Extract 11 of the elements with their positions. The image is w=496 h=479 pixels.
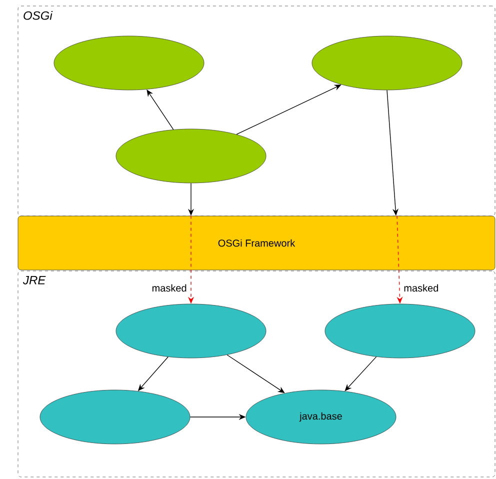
container-label: JRE <box>22 276 46 284</box>
edge-label: masked <box>152 284 186 292</box>
module-ellipse <box>116 304 266 358</box>
edge-label: masked <box>404 284 438 292</box>
module-ellipse <box>312 36 462 90</box>
module-ellipse <box>40 390 190 444</box>
module-ellipse <box>116 128 266 184</box>
module-ellipse <box>54 36 204 90</box>
module-ellipse <box>324 304 476 358</box>
container-label: OSGi <box>24 11 53 20</box>
framework-band: OSGi Framework <box>18 216 496 270</box>
